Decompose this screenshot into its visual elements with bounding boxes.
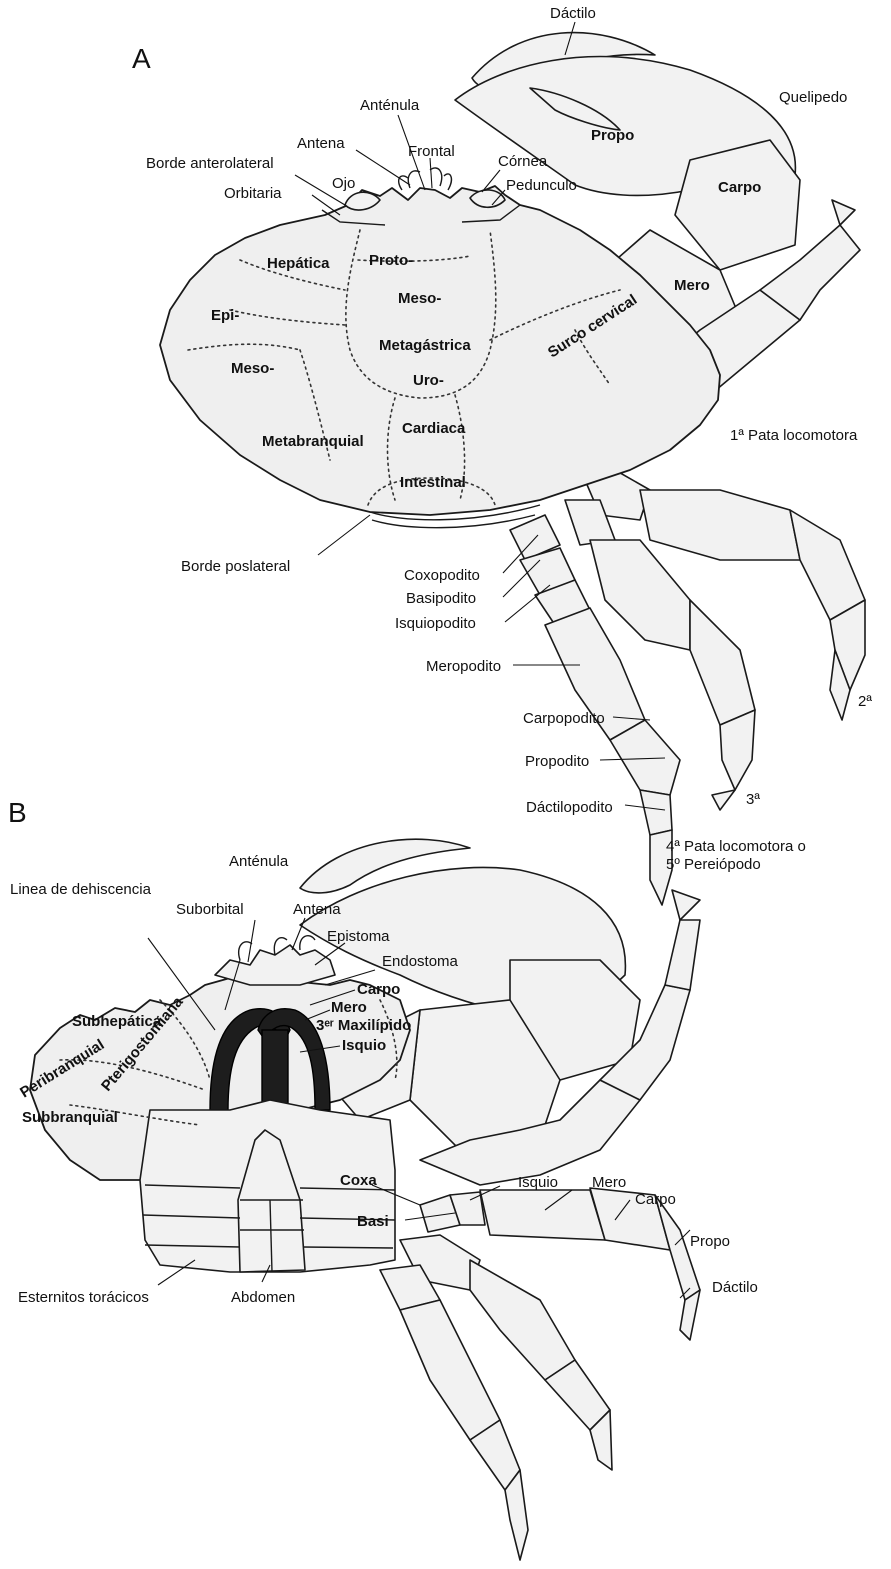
label-dactilo: Dáctilo: [550, 5, 596, 22]
label-b-mero: Mero: [331, 999, 367, 1016]
label-meso-gastrica: Meso-: [398, 290, 441, 307]
label-b-endostoma: Endostoma: [382, 953, 459, 970]
label-cornea: Córnea: [498, 153, 548, 170]
label-b-dactilo-leg: Dáctilo: [712, 1279, 758, 1296]
label-pedunculo: Pedunculo: [506, 177, 577, 194]
label-carpo: Carpo: [718, 179, 761, 196]
label-proto: Proto-: [369, 252, 413, 269]
label-propodito: Propodito: [525, 753, 589, 770]
label-basipodito: Basipodito: [406, 590, 476, 607]
label-pata-3: 3ª: [746, 791, 760, 808]
label-carpopodito: Carpopodito: [523, 710, 605, 727]
label-pata-4-line2: 5º Pereiópodo: [666, 856, 761, 873]
label-dactilopodito: Dáctilopodito: [526, 799, 613, 816]
label-cardiaca: Cardiaca: [402, 420, 466, 437]
label-isquiopodito: Isquiopodito: [395, 615, 476, 632]
label-metagastrica: Metagástrica: [379, 337, 471, 354]
label-b-basi: Basi: [357, 1213, 389, 1230]
label-uro: Uro-: [413, 372, 444, 389]
label-b-coxa: Coxa: [340, 1172, 377, 1189]
label-b-isquio: Isquio: [342, 1037, 386, 1054]
label-b-isquio-leg: Isquio: [518, 1174, 558, 1191]
label-b-subbranquial: Subbranquial: [22, 1109, 118, 1126]
label-pata-4-line1: 4ª Pata locomotora o: [666, 838, 806, 855]
label-b-linea-dehiscencia: Linea de dehiscencia: [10, 881, 152, 898]
label-coxopodito: Coxopodito: [404, 567, 480, 584]
label-hepatica: Hepática: [267, 255, 330, 272]
label-meropodito: Meropodito: [426, 658, 501, 675]
label-b-esternitos: Esternitos torácicos: [18, 1289, 149, 1306]
label-ojo: Ojo: [332, 175, 355, 192]
label-metabranquial: Metabranquial: [262, 433, 364, 450]
label-b-mero-leg: Mero: [592, 1174, 626, 1191]
label-b-antena: Antena: [293, 901, 341, 918]
label-b-carpo-leg: Carpo: [635, 1191, 676, 1208]
label-pata-2: 2ª: [858, 693, 872, 710]
label-borde-poslateral: Borde poslateral: [181, 558, 290, 575]
label-b-suborbital: Suborbital: [176, 901, 244, 918]
label-b-carpo: Carpo: [357, 981, 400, 998]
label-meso-branquial: Meso-: [231, 360, 274, 377]
label-intestinal: Intestinal: [400, 474, 466, 491]
label-epi: Epi-: [211, 307, 239, 324]
label-b-abdomen: Abdomen: [231, 1289, 295, 1306]
cheliped-carpus: [675, 140, 800, 270]
label-orbitaria: Orbitaria: [224, 185, 282, 202]
panel-label-b: B: [8, 797, 27, 828]
buccal-frame: [262, 1030, 288, 1112]
label-mero: Mero: [674, 277, 710, 294]
label-b-antenula: Anténula: [229, 853, 289, 870]
label-b-maxilipido: 3ᵉʳ Maxilípido: [316, 1017, 411, 1034]
label-quelipedo: Quelipedo: [779, 89, 847, 106]
label-b-propo-leg: Propo: [690, 1233, 730, 1250]
label-borde-anterolateral: Borde anterolateral: [146, 155, 274, 172]
label-antenula: Anténula: [360, 97, 420, 114]
label-propo: Propo: [591, 127, 634, 144]
label-frontal: Frontal: [408, 143, 455, 160]
label-antena: Antena: [297, 135, 345, 152]
label-pata-1: 1ª Pata locomotora: [730, 427, 858, 444]
panel-label-a: A: [132, 43, 151, 74]
panel-b-drawing: [30, 839, 700, 1560]
label-b-epistoma: Epistoma: [327, 928, 390, 945]
